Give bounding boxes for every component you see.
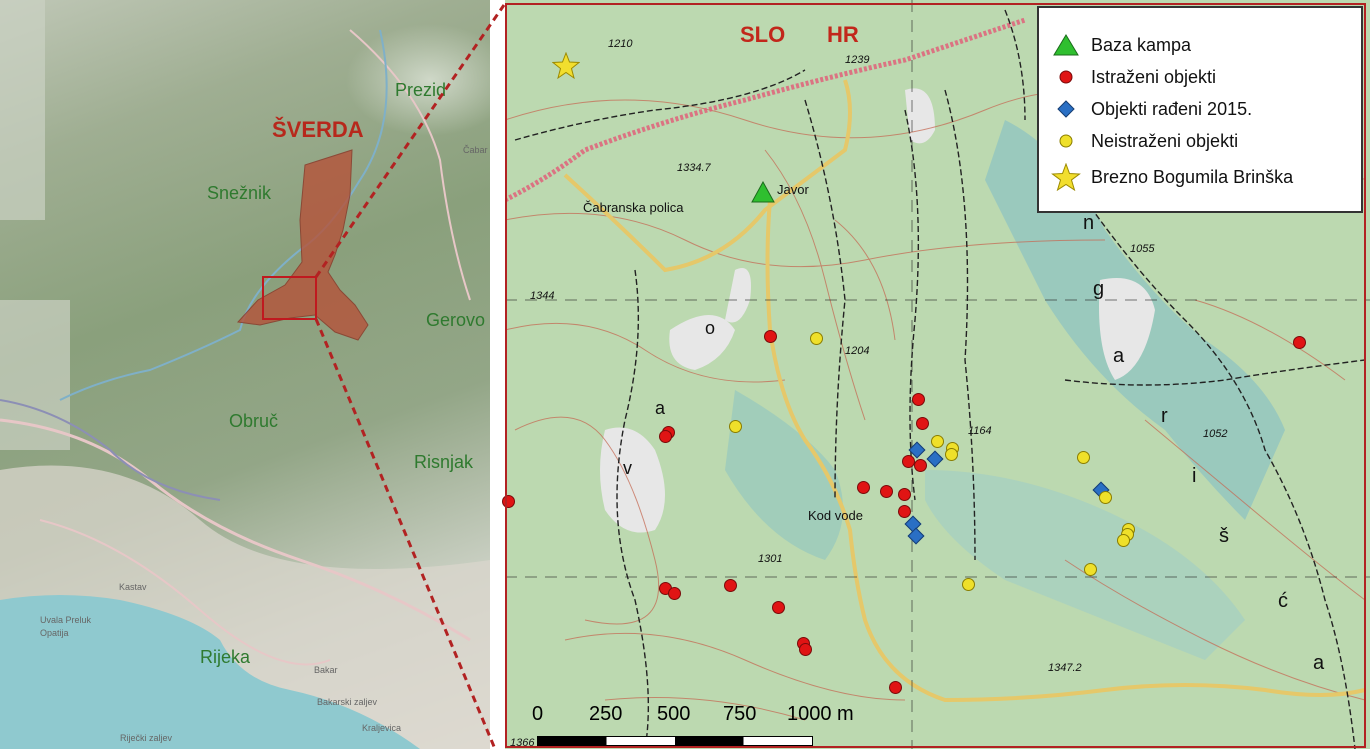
legend-label-worked-2015: Objekti rađeni 2015. [1091,98,1253,119]
scale-label-1000m: 1000 m [787,703,854,725]
slope-letter-v: v [623,458,632,478]
slope-letter-a: a [655,398,666,418]
valley-letter-a2: a [1313,652,1325,674]
place-uvala-preluk: Uvala Preluk [40,615,92,625]
sverda-region [236,149,369,341]
valley-letter-g: g [1093,278,1105,300]
grid-lines [505,0,1370,749]
place-gerovo: Gerovo [426,310,486,330]
legend-item-explored: Istraženi objekti [1049,64,1216,90]
yellow-star-icon [1051,163,1081,191]
detail-map-canvas [505,0,1370,749]
scale-label-250: 250 [589,703,623,725]
legend-item-camp: Baza kampa [1049,32,1191,58]
place-kastav: Kastav [119,582,147,592]
legend-label-explored: Istraženi objekti [1091,66,1217,87]
roads [563,79,1366,703]
border-label-hr: HR [827,22,859,47]
region-title: ŠVERDA [272,117,364,142]
valley-letter-i: i [1192,465,1197,487]
place-obruc: Obruč [229,411,279,431]
valley-letter-n: n [1083,212,1095,234]
place-sneznik: Snežnik [207,183,272,203]
elevation-1052: 1052 [1203,428,1228,440]
legend-item-worked-2015: Objekti rađeni 2015. [1049,96,1252,122]
place-rijecki-zaljev: Riječki zaljev [120,733,173,743]
place-rijeka: Rijeka [200,647,251,667]
scale-bar: 0 250 500 750 1000 m [525,700,854,749]
overview-map[interactable]: ŠVERDA Prezid Snežnik Gerovo Obruč Risnj… [0,0,490,749]
overview-map-canvas [0,0,490,749]
rock-patch [600,427,665,533]
elevation-1239: 1239 [845,54,870,66]
legend-label-shaft: Brezno Bogumila Brinška [1091,166,1294,187]
scale-label-750: 750 [723,703,757,725]
elevation-1334-7: 1334.7 [677,162,711,174]
place-label-javor: Javor [777,182,809,197]
place-cabar: Čabar [463,145,488,155]
red-circle-icon [1059,70,1073,84]
inset-frame [262,276,317,320]
elevation-1347-2: 1347.2 [1048,662,1082,674]
legend-item-shaft: Brezno Bogumila Brinška [1049,163,1294,191]
valley-letter-a: a [1113,345,1125,367]
blue-diamond-icon [1057,100,1075,118]
valley-letter-s: š [1219,525,1229,547]
scale-label-500: 500 [657,703,691,725]
elevation-1344: 1344 [530,290,555,302]
valley-letter-c: ć [1278,590,1288,612]
elevation-1301: 1301 [758,553,783,565]
place-label-cabranska-polica: Čabranska polica [583,200,684,215]
elevation-1055: 1055 [1130,243,1155,255]
scale-label-0: 0 [532,703,544,725]
place-opatija: Opatija [40,628,69,638]
elevation-1164: 1164 [968,425,992,437]
valley-letter-r: r [1161,405,1168,427]
place-kraljevica: Kraljevica [362,723,402,733]
place-bakarski-zaljev: Bakarski zaljev [317,697,378,707]
place-risnjak: Risnjak [414,452,474,472]
state-border [505,17,1026,203]
legend-label-camp: Baza kampa [1091,34,1192,55]
place-bakar: Bakar [314,665,338,675]
green-triangle-icon [1053,34,1079,56]
place-prezid: Prezid [395,80,447,100]
legend-item-unexplored: Neistraženi objekti [1049,128,1238,154]
place-label-kod-vode: Kod vode [808,508,863,523]
elevation-1210: 1210 [608,38,633,50]
legend-label-unexplored: Neistraženi objekti [1091,130,1239,151]
slope-letter-o: o [705,318,716,338]
scale-bar-graphic [537,736,813,746]
map-legend: Baza kampa Istraženi objekti Objekti rađ… [1037,6,1363,213]
border-label-slo: SLO [740,22,786,47]
elevation-1204: 1204 [845,345,870,357]
yellow-circle-icon [1059,134,1073,148]
